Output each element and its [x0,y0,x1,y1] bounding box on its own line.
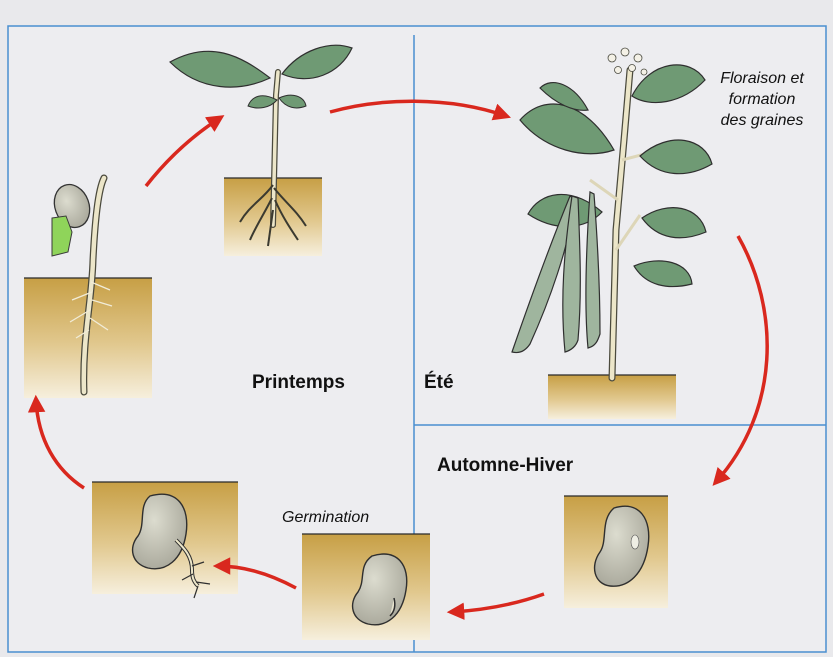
stage-label-flowering: Floraison et formation des graines [697,68,827,131]
flowering-line-3: des graines [697,110,827,131]
season-label-spring: Printemps [252,372,345,394]
germinating-seed-stage [302,534,430,640]
flowering-line-2: formation [697,89,827,110]
season-label-autumn-winter: Automne-Hiver [437,455,573,477]
soil-block [548,375,676,419]
stage-label-germination: Germination [282,507,369,528]
season-label-summer: Été [424,372,454,394]
dormant-seed-stage [564,496,668,608]
flowering-line-1: Floraison et [697,68,827,89]
rooting-seed-stage [92,482,238,598]
